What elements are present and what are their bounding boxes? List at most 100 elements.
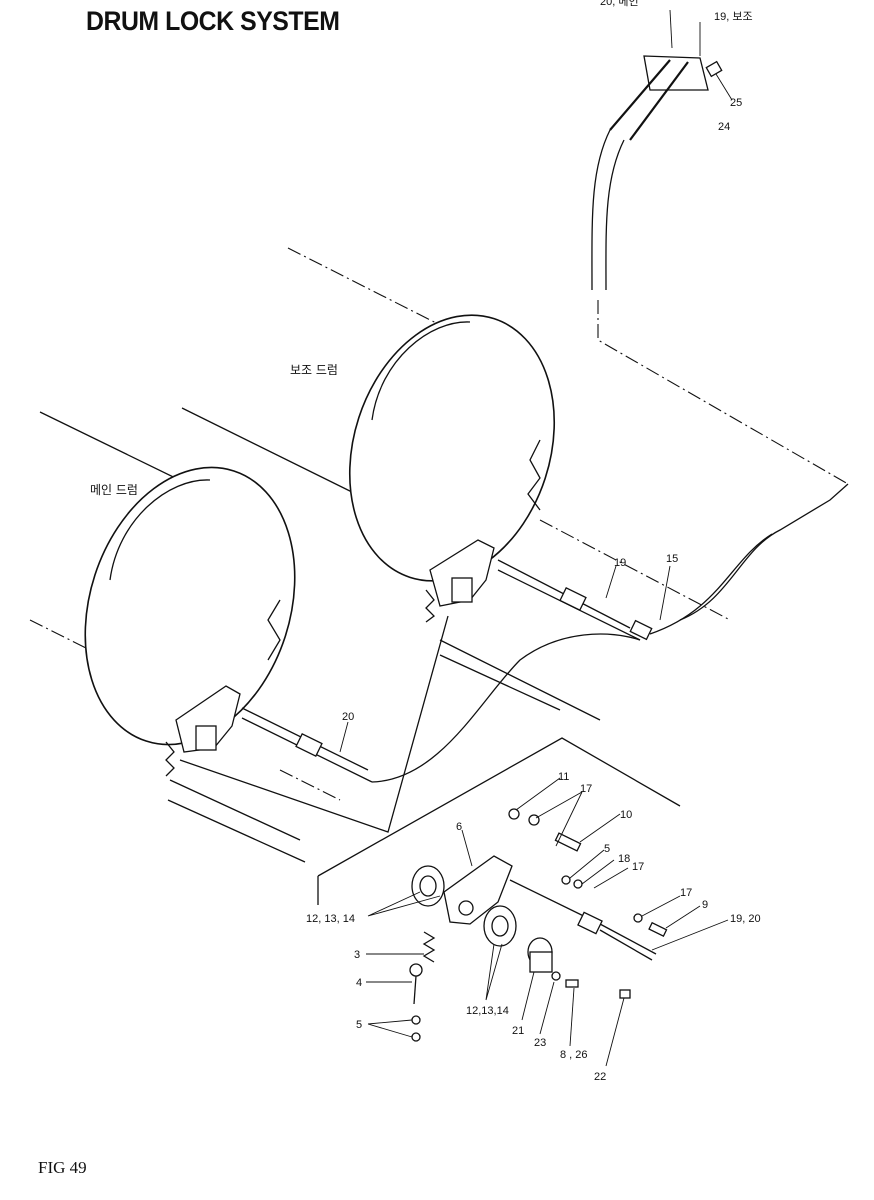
callout-17-c: 17	[680, 887, 692, 899]
diagram-title: DRUM LOCK SYSTEM	[86, 6, 340, 36]
leader-17c	[641, 895, 681, 917]
leader-5a	[569, 849, 605, 879]
callout-17-a: 17	[580, 783, 592, 795]
eyebolt-4	[413, 975, 417, 1005]
main-drum-axis-right	[279, 769, 341, 801]
main-lock-block	[195, 725, 217, 751]
pin-11	[508, 808, 520, 820]
leader-12-13-14-b	[485, 943, 503, 1001]
spring-3	[422, 931, 436, 963]
nut-5-a	[411, 1015, 421, 1025]
callout-18: 18	[618, 853, 630, 865]
leader-8-26	[569, 987, 575, 1047]
pin-22	[619, 989, 631, 999]
cable-19-20	[599, 923, 657, 955]
callout-top-main: 20, 메인	[600, 0, 639, 8]
leader-top-main	[669, 9, 673, 49]
bolt-25	[705, 60, 723, 78]
main-drum-bottom-edge	[169, 779, 301, 841]
leader-21	[521, 971, 535, 1021]
callout-10: 10	[620, 809, 632, 821]
cable-19-20-b	[599, 929, 653, 961]
aux-drum-axis-left	[287, 247, 451, 331]
leader-20	[339, 721, 349, 753]
leader-12-13-14-a	[367, 891, 441, 917]
callout-19-20: 19, 20	[730, 913, 761, 925]
aux-cable-clamp	[559, 587, 587, 611]
callout-11: 11	[558, 771, 569, 783]
main-drum-flange-rim	[109, 479, 211, 581]
aux-lock-pawl	[429, 539, 495, 607]
bushing-12-13-14-a-inner	[419, 875, 437, 897]
callout-17-b: 17	[632, 861, 644, 873]
leader-5b	[367, 1019, 413, 1038]
callout-6: 6	[456, 821, 462, 833]
main-cable-clamp	[295, 733, 323, 757]
lever-6-hole	[458, 900, 474, 916]
cable-route-right	[679, 483, 849, 621]
main-drum-bottom-edge-2	[167, 799, 306, 863]
aux-lock-spring	[425, 589, 435, 623]
sleeve-21-body	[529, 951, 553, 973]
clamp-9	[577, 911, 603, 935]
bushing-12-13-14-b-inner	[491, 915, 509, 937]
callout-21: 21	[512, 1025, 524, 1037]
main-drum-flange	[84, 466, 296, 746]
leader-6	[461, 829, 473, 867]
callout-3: 3	[354, 949, 360, 961]
aux-drum-lower-edge	[181, 407, 361, 497]
nut-5-c	[561, 875, 571, 885]
leader-11	[515, 777, 561, 811]
callout-22: 22	[594, 1071, 606, 1083]
bolt-10	[554, 832, 582, 852]
leader-25	[715, 73, 733, 101]
leader-15	[659, 565, 671, 621]
leader-17b	[593, 867, 629, 889]
leader-10	[579, 813, 621, 843]
callout-5-b: 5	[356, 1019, 362, 1031]
label-main-drum: 메인 드럼	[90, 483, 138, 497]
callout-24: 24	[718, 121, 730, 133]
leader-22	[605, 997, 625, 1067]
washer-17-a	[528, 814, 540, 826]
main-cable-run	[371, 633, 641, 783]
aux-drum-flange	[348, 314, 556, 582]
aux-drum-flange-rim	[371, 321, 471, 421]
cable-route-dash	[597, 300, 849, 485]
callout-12-13-14-b: 12,13,14	[466, 1005, 509, 1017]
cable-aux-top-2	[605, 139, 625, 291]
leader-18	[581, 859, 615, 885]
linkage-wire	[179, 615, 449, 833]
callout-8-26: 8 , 26	[560, 1049, 588, 1061]
bolt-8-26	[565, 979, 579, 988]
control-rod-1	[609, 59, 671, 131]
leader-19-20	[651, 919, 729, 951]
aux-cable-end-15	[629, 619, 653, 641]
control-bracket	[643, 55, 709, 91]
leader-19	[605, 565, 617, 599]
callout-25: 25	[730, 97, 742, 109]
eyebolt-4-eye	[409, 963, 423, 977]
base-plate-outline	[317, 737, 681, 905]
main-drum-notches	[267, 599, 281, 661]
aux-drum-bottom-edge	[439, 639, 601, 721]
callout-5-a: 5	[604, 843, 610, 855]
main-lock-pawl	[175, 685, 241, 753]
cable-aux-top-1	[591, 129, 611, 291]
cable-route-right-2	[649, 533, 773, 635]
control-rod-2	[629, 61, 689, 141]
callout-15: 15	[666, 553, 678, 565]
callout-23: 23	[534, 1037, 546, 1049]
callout-top-aux: 19, 보조	[714, 10, 753, 23]
main-lock-spring	[165, 741, 175, 777]
nut-5-b	[411, 1032, 421, 1042]
aux-drum-notches	[527, 439, 541, 511]
leader-9	[665, 905, 701, 929]
leader-23	[539, 981, 555, 1035]
washer-23	[551, 971, 561, 981]
aux-drum-axis-right	[539, 519, 731, 621]
callout-19: 19	[614, 557, 626, 569]
bolt-9	[648, 921, 668, 937]
